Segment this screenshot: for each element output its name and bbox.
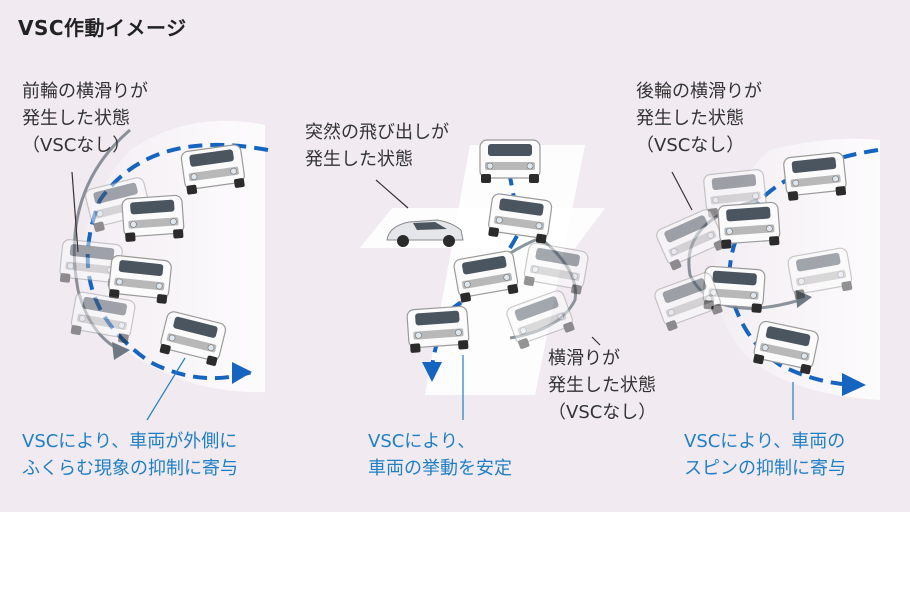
middle-caption-obstacle: 突然の飛び出しが 発生した状態 — [305, 122, 449, 170]
suv-icon — [479, 139, 541, 184]
left-caption-vsc: VSCにより、車両が外側に ふくらむ現象の抑制に寄与 — [22, 431, 238, 479]
right-caption-vsc: VSCにより、車両の スピンの抑制に寄与 — [684, 431, 846, 479]
suv-icon — [406, 305, 471, 354]
right-caption-no-vsc: 後輪の横滑りが 発生した状態 （VSCなし） — [636, 81, 762, 156]
middle-caption-vsc: VSCにより、 車両の挙動を安定 — [368, 431, 512, 479]
left-caption-no-vsc: 前輪の横滑りが 発生した状態 （VSCなし） — [22, 81, 148, 156]
suv-icon — [121, 194, 186, 243]
suv-icon — [107, 254, 173, 305]
scene-front-slide — [59, 120, 269, 421]
suv-icon — [717, 201, 782, 250]
vsc-diagram — [0, 120, 880, 421]
scene-rear-slide — [653, 138, 880, 420]
suv-icon — [782, 151, 848, 202]
scene-sudden-obstacle — [360, 139, 605, 420]
middle-caption-no-vsc: 横滑りが 発生した状態 （VSCなし） — [548, 348, 657, 423]
page-title: VSC作動イメージ — [18, 16, 187, 40]
